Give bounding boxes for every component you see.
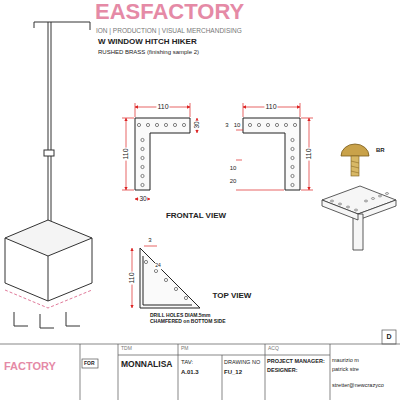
field-label: TDM [121,346,132,352]
dimension: 10 [233,122,242,129]
dimension: 3 [147,237,152,244]
drill-hole [330,200,333,202]
bracket-front-right [243,118,300,190]
field-label: TAV: [181,359,193,366]
dimension: 110 [305,147,313,160]
drill-hole [364,200,367,202]
drawing-number: FU_12 [224,369,242,376]
drill-note: DRILL HOLES DIAM.5mm CHAMFERED on BOTTOM… [150,313,230,324]
view-title: FRONTAL VIEW [166,212,226,221]
drill-hole [174,287,177,290]
view-title: TOP VIEW [213,292,252,301]
drill-hole [141,165,144,168]
drill-hole [141,183,144,186]
drill-hole [338,203,341,205]
drill-hole [248,123,251,126]
drill-hole [155,123,158,126]
drill-hole [164,278,167,281]
client-name: MONNALISA [121,360,172,369]
drill-hole [291,147,294,150]
bracket-3d [322,186,396,250]
stand-illustration [5,22,92,328]
bracket-front-left [135,118,190,190]
dimension: 110 [122,147,130,160]
drill-hole [275,123,278,126]
drill-hole [141,156,144,159]
field-label: DESIGNER: [267,367,298,373]
dimension: 30 [138,195,147,202]
drill-hole [154,269,157,272]
person-name: maurizio m [332,357,359,363]
drill-holes [137,123,296,299]
field-label: DRAWING NO [224,359,260,365]
drill-hole [146,123,149,126]
drill-hole [291,156,294,159]
dimension: 110 [264,103,277,111]
field-label: FOR [84,361,95,367]
email-address: stretter@newcrazyco [332,382,384,388]
field-label: PM [181,346,189,352]
drill-hole [184,296,187,299]
drill-hole [182,123,185,126]
bracket-holes [330,193,388,211]
company-logo: FACTORY [4,360,56,372]
drawing-title: W WINDOW HITCH HIKER [98,38,197,47]
dimension-lines [122,103,313,308]
drill-hole [141,138,144,141]
company-tagline: ION | PRODUCTION | VISUAL MERCHANDISING [96,27,242,34]
drill-hole [141,147,144,150]
drill-hole [291,174,294,177]
dimension: 3 [224,122,229,129]
brass-screw [341,144,369,176]
dimension: 10 [229,165,238,172]
sheet-number: A.01.3 [181,369,199,376]
person-name: patrick stre [332,366,359,372]
drill-hole [284,123,287,126]
dimension: 24 [154,263,162,269]
drill-hole [144,260,147,263]
field-label: ACQ [268,346,279,352]
drill-hole [291,138,294,141]
drill-hole [137,123,140,126]
dimension: 110 [156,103,169,111]
drill-hole [257,123,260,126]
drill-hole [291,183,294,186]
company-logo: EASFACTORY [95,0,244,24]
drill-hole [173,123,176,126]
drill-hole [378,195,381,197]
drill-hole [346,206,349,208]
title-block [0,330,400,400]
drill-hole [354,209,357,211]
drill-hole [266,123,269,126]
dimension: 20 [229,178,238,185]
field-label: PROJECT MANAGER: [267,358,325,364]
drill-hole [141,174,144,177]
dimension: 110 [128,271,136,284]
part-label: BR [376,147,385,154]
drill-hole [293,123,296,126]
dimension: 30 [193,120,200,129]
bracket-top-view [140,248,200,308]
sheet-mark: D [386,333,391,341]
finish-note: RUSHED BRASS (finishing sample 2) [98,49,199,56]
drill-hole [291,165,294,168]
drill-hole [385,193,388,195]
drill-hole [164,123,167,126]
drill-hole [371,198,374,200]
